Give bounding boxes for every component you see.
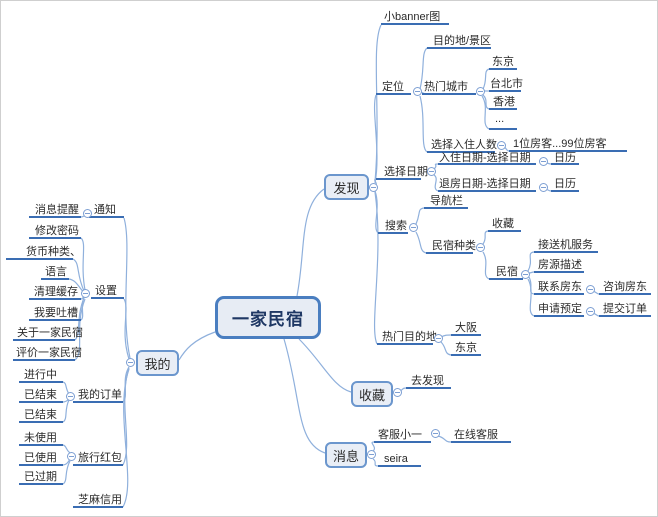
topic-location[interactable]: 定位 bbox=[382, 81, 404, 93]
collapse-icon-select-date[interactable] bbox=[427, 167, 436, 176]
topic-zhima-credit[interactable]: 芝麻信用 bbox=[78, 494, 122, 506]
topic-notifications[interactable]: 通知 bbox=[94, 204, 116, 216]
topic-calendar-1[interactable]: 日历 bbox=[554, 152, 576, 164]
topic-guest-range[interactable]: 1位房客...99位房客 bbox=[513, 138, 607, 150]
topic-about-app[interactable]: 关于一家民宿 bbox=[17, 327, 83, 339]
topic-guest-count[interactable]: 选择入住人数 bbox=[431, 139, 497, 151]
topic-go-discover[interactable]: 去发现 bbox=[411, 375, 444, 387]
topic-clear-cache[interactable]: 清理缓存 bbox=[34, 286, 78, 298]
topic-seira[interactable]: seira bbox=[384, 453, 408, 465]
collapse-icon-checkin[interactable] bbox=[539, 157, 548, 166]
collapse-icon-checkout[interactable] bbox=[539, 183, 548, 192]
topic-homestay-types[interactable]: 民宿种类 bbox=[432, 240, 476, 252]
topic-banner-image[interactable]: 小banner图 bbox=[384, 11, 441, 23]
topic-favorites-sub[interactable]: 收藏 bbox=[492, 218, 514, 230]
topic-request-booking[interactable]: 申请预定 bbox=[538, 303, 582, 315]
topic-submit-order[interactable]: 提交订单 bbox=[603, 303, 647, 315]
topic-taipei[interactable]: 台北市 bbox=[490, 78, 523, 90]
collapse-icon-notifications[interactable] bbox=[83, 209, 92, 218]
topic-customer-service[interactable]: 客服小一 bbox=[378, 429, 422, 441]
collapse-icon-favorites[interactable] bbox=[393, 388, 402, 397]
topic-contact-host[interactable]: 联系房东 bbox=[538, 281, 582, 293]
collapse-icon-location[interactable] bbox=[413, 87, 422, 96]
collapse-icon-settings[interactable] bbox=[81, 289, 90, 298]
collapse-icon-customer-service[interactable] bbox=[431, 429, 440, 438]
topic-more-cities[interactable]: ... bbox=[495, 113, 505, 125]
topic-hongkong[interactable]: 香港 bbox=[493, 96, 515, 108]
branch-favorites[interactable]: 收藏 bbox=[351, 381, 393, 407]
collapse-icon-request-booking[interactable] bbox=[586, 307, 595, 316]
root-topic[interactable]: 一家民宿 bbox=[215, 296, 321, 339]
topic-change-password[interactable]: 修改密码 bbox=[35, 225, 79, 237]
topic-destination-scenic[interactable]: 目的地/景区 bbox=[433, 35, 492, 47]
branch-mine[interactable]: 我的 bbox=[136, 350, 179, 376]
topic-language[interactable]: 语言 bbox=[45, 266, 67, 278]
collapse-icon-discover[interactable] bbox=[369, 183, 378, 192]
topic-tokyo[interactable]: 东京 bbox=[492, 56, 514, 68]
branch-messages[interactable]: 消息 bbox=[325, 442, 367, 468]
topic-listing-description[interactable]: 房源描述 bbox=[538, 259, 582, 271]
topic-message-reminder[interactable]: 消息提醒 bbox=[35, 204, 79, 216]
collapse-icon-homestay[interactable] bbox=[521, 270, 530, 279]
collapse-icon-search[interactable] bbox=[409, 223, 418, 232]
collapse-icon-travel-redpacket[interactable] bbox=[67, 452, 76, 461]
topic-nav-bar[interactable]: 导航栏 bbox=[430, 195, 463, 207]
collapse-icon-contact-host[interactable] bbox=[586, 285, 595, 294]
topic-in-progress[interactable]: 进行中 bbox=[24, 369, 57, 381]
topic-feedback[interactable]: 我要吐槽 bbox=[34, 307, 78, 319]
topic-osaka[interactable]: 大阪 bbox=[455, 322, 477, 334]
topic-calendar-2[interactable]: 日历 bbox=[554, 178, 576, 190]
collapse-icon-messages[interactable] bbox=[367, 450, 376, 459]
topic-travel-redpacket[interactable]: 旅行红包 bbox=[78, 452, 122, 464]
topic-hot-destinations[interactable]: 热门目的地 bbox=[382, 331, 437, 343]
topic-rate-app[interactable]: 评价一家民宿 bbox=[16, 347, 82, 359]
topic-select-date[interactable]: 选择日期 bbox=[384, 166, 428, 178]
topic-consult-host[interactable]: 咨询房东 bbox=[603, 281, 647, 293]
collapse-icon-homestay-types[interactable] bbox=[476, 243, 485, 252]
topic-search[interactable]: 搜索 bbox=[385, 220, 407, 232]
topic-settings[interactable]: 设置 bbox=[95, 285, 117, 297]
topic-expired[interactable]: 已过期 bbox=[24, 471, 57, 483]
collapse-icon-mine[interactable] bbox=[126, 358, 135, 367]
topic-checkout-date[interactable]: 退房日期-选择日期 bbox=[439, 178, 531, 190]
topic-airport-transfer[interactable]: 接送机服务 bbox=[538, 239, 593, 251]
collapse-icon-my-orders[interactable] bbox=[66, 392, 75, 401]
topic-homestay[interactable]: 民宿 bbox=[496, 266, 518, 278]
topic-unused[interactable]: 未使用 bbox=[24, 432, 57, 444]
topic-checkin-date[interactable]: 入住日期-选择日期 bbox=[439, 152, 531, 164]
topic-online-service[interactable]: 在线客服 bbox=[454, 429, 498, 441]
collapse-icon-guest-count[interactable] bbox=[497, 141, 506, 150]
topic-hot-cities[interactable]: 热门城市 bbox=[424, 81, 468, 93]
topic-ended-2[interactable]: 已结束 bbox=[24, 409, 57, 421]
topic-tokyo-2[interactable]: 东京 bbox=[455, 342, 477, 354]
collapse-icon-hot-destinations[interactable] bbox=[434, 334, 443, 343]
branch-discover[interactable]: 发现 bbox=[324, 174, 369, 200]
topic-ended-1[interactable]: 已结束 bbox=[24, 389, 57, 401]
topic-my-orders[interactable]: 我的订单 bbox=[78, 389, 122, 401]
topic-currency-type[interactable]: 货币种类、 bbox=[26, 246, 81, 258]
topic-used[interactable]: 已使用 bbox=[24, 452, 57, 464]
collapse-icon-hot-cities[interactable] bbox=[476, 87, 485, 96]
